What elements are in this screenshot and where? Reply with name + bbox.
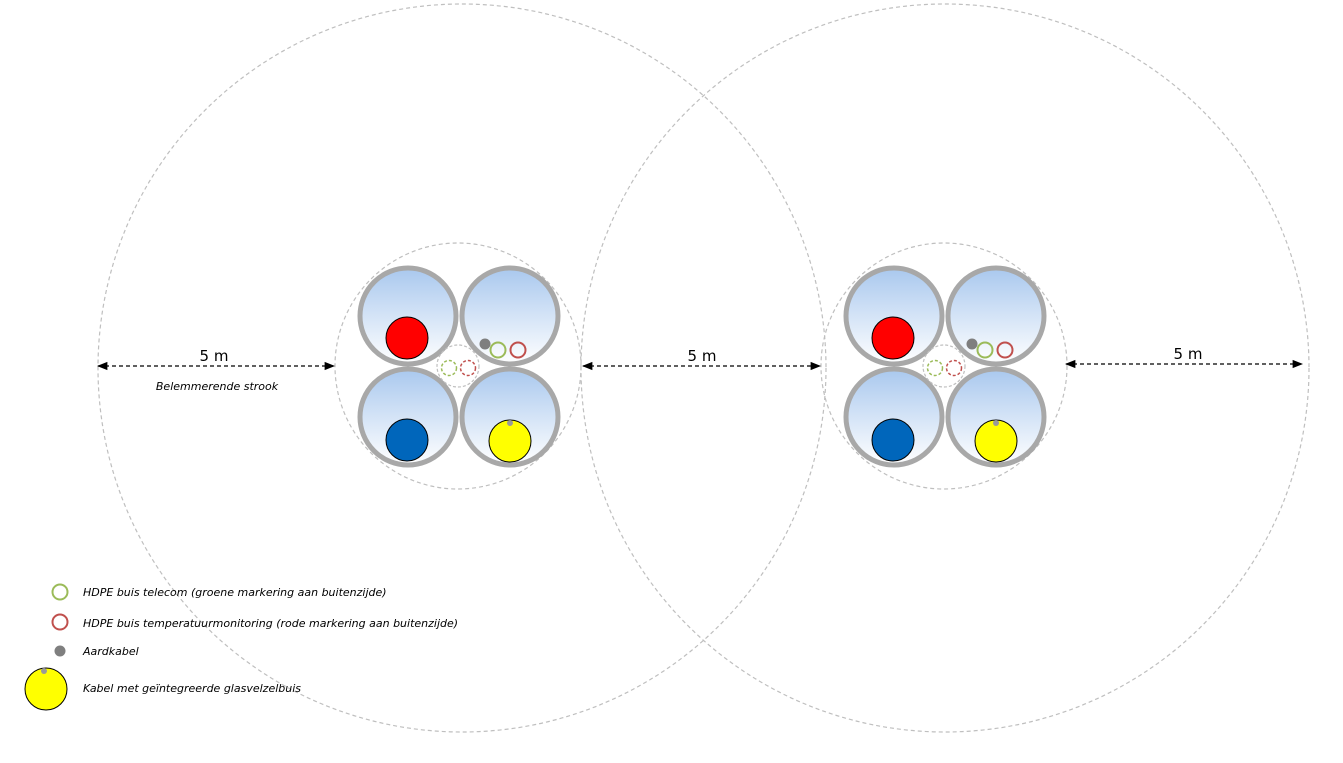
power-cable-red — [385, 316, 429, 360]
temperature-duct — [509, 341, 527, 359]
legend-temperature-label: HDPE buis temperatuurmonitoring (rode ma… — [83, 617, 458, 630]
legend-fiber-cable-icon — [24, 667, 68, 711]
fiber-integrated-cable — [488, 419, 532, 463]
conduit-pipe — [459, 366, 561, 468]
cable-bundle-right — [820, 242, 1068, 490]
conduit-pipe — [843, 265, 945, 367]
legend-telecom-label: HDPE buis telecom (groene markering aan … — [83, 586, 387, 599]
power-cable-blue — [385, 418, 429, 462]
fiber-tube-dot — [507, 420, 513, 426]
conduit-pipe — [357, 265, 459, 367]
spare-temperature-duct — [459, 359, 477, 377]
legend-temperature-icon — [51, 613, 69, 631]
legend-fiber-cable-label: Kabel met geïntegreerde glasvelzelbuis — [83, 682, 301, 695]
power-cable-blue — [871, 418, 915, 462]
legend: HDPE buis telecom (groene markering aan … — [24, 583, 458, 711]
spare-duct-zone — [922, 344, 966, 388]
temperature-duct — [996, 341, 1014, 359]
obstruction-strip-label: Belemmerende strook — [156, 380, 279, 393]
fiber-integrated-cable — [974, 419, 1018, 463]
dimension-label-right: 5 m — [1174, 345, 1203, 363]
conduit-pipe — [843, 366, 945, 468]
legend-ground-cable-icon — [54, 645, 66, 657]
telecom-duct — [976, 341, 994, 359]
ground-cable — [966, 338, 978, 350]
legend-telecom-icon — [51, 583, 69, 601]
conduit-pipe — [945, 265, 1047, 367]
legend-ground-cable-label: Aardkabel — [82, 645, 139, 658]
dimension-label-middle: 5 m — [688, 347, 717, 365]
fiber-tube-dot — [993, 420, 999, 426]
telecom-duct — [489, 341, 507, 359]
conduit-pipe — [357, 366, 459, 468]
legend-fiber-tube-dot — [41, 668, 47, 674]
ground-cable — [479, 338, 491, 350]
power-cable-red — [871, 316, 915, 360]
obstruction-zone-right — [580, 3, 1310, 733]
dimension-label-left: 5 m — [200, 347, 229, 365]
spare-duct-zone — [436, 344, 480, 388]
cable-bundle-left — [334, 242, 582, 490]
spare-telecom-duct — [926, 359, 944, 377]
conduit-pipe — [945, 366, 1047, 468]
spare-telecom-duct — [440, 359, 458, 377]
spare-temperature-duct — [945, 359, 963, 377]
